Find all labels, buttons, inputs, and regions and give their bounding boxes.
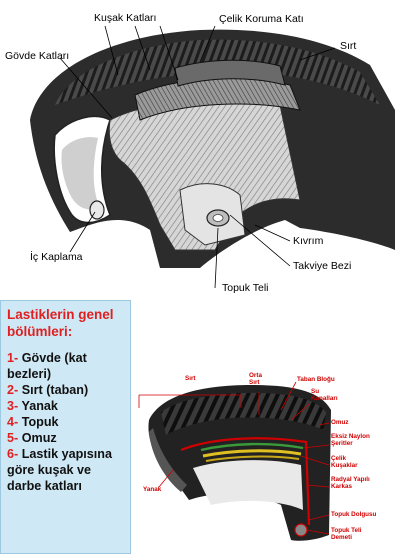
label-kusak-katlari: Kuşak Katları xyxy=(94,12,157,24)
list-item: 3- Yanak xyxy=(7,398,126,414)
list-item: 6- Lastik yapısına göre kuşak ve darbe k… xyxy=(7,446,126,494)
label-eksiz-naylon: Eksiz Naylon Şeritler xyxy=(331,433,370,447)
list-item-text: Gövde (kat bezleri) xyxy=(7,351,87,381)
list-item-text: Sırt (taban) xyxy=(21,383,89,397)
label-sirt: Sırt xyxy=(340,40,357,52)
label-kivrim: Kıvrım xyxy=(293,235,324,247)
list-item-number: 4- xyxy=(7,415,19,429)
list-item: 4- Topuk xyxy=(7,414,126,430)
label-topuk-teli: Topuk Teli xyxy=(222,282,269,294)
label-yanak: Yanak xyxy=(143,486,162,493)
list-item-text: Lastik yapısına göre kuşak ve darbe katl… xyxy=(7,447,112,493)
sidewall xyxy=(149,428,187,492)
list-item: 1- Gövde (kat bezleri) xyxy=(7,350,126,382)
list-item-number: 1- xyxy=(7,351,19,365)
parts-list: 1- Gövde (kat bezleri) 2- Sırt (taban) 3… xyxy=(7,350,126,494)
label-taban-blogu: Taban Bloğu xyxy=(297,376,335,383)
label-topuk-dolgusu: Topuk Dolgusu xyxy=(331,511,377,518)
inner-cavity xyxy=(193,460,303,510)
list-item-number: 5- xyxy=(7,431,19,445)
label-su-kanallari: Su Kanalları xyxy=(311,388,338,402)
nylon-strip xyxy=(200,442,304,452)
steel-belts xyxy=(202,449,302,458)
label-ic-kaplama: İç Kaplama xyxy=(30,251,83,263)
label-takviye-bezi: Takviye Bezi xyxy=(293,260,352,272)
label-govde-katlari: Gövde Katları xyxy=(5,50,70,62)
label-sirt-bottom: Sırt xyxy=(185,375,196,382)
tire-cutaway-illustration xyxy=(30,25,395,289)
label-topuk-teli-demeti: Topuk Teli Demeti xyxy=(331,527,362,541)
list-item-number: 2- xyxy=(7,383,19,397)
carcass-line xyxy=(180,437,311,526)
bead-bundle xyxy=(294,523,308,537)
tire-cutaway-diagram: Kuşak Katları Çelik Koruma Katı Sırt Göv… xyxy=(5,12,395,294)
label-omuz: Omuz xyxy=(331,419,349,426)
list-item-text: Omuz xyxy=(21,431,57,445)
label-celik-kusaklar: Çelik Kuşaklar xyxy=(331,455,358,469)
inner-liner xyxy=(61,137,100,210)
tire-section-diagram: Sırt Orta Sırt Taban Bloğu Su Kanalları … xyxy=(131,300,400,556)
label-orta-sirt: Orta Sırt xyxy=(249,372,262,386)
list-item-text: Topuk xyxy=(21,415,59,429)
label-celik-koruma-kati: Çelik Koruma Katı xyxy=(219,13,304,25)
list-item: 5- Omuz xyxy=(7,430,126,446)
tire-section-illustration xyxy=(138,381,331,541)
steel-protection-layer xyxy=(174,59,286,87)
list-item: 2- Sırt (taban) xyxy=(7,382,126,398)
parts-list-title: Lastiklerin genel bölümleri: xyxy=(7,307,114,339)
parts-list-panel: Lastiklerin genel bölümleri: 1- Gövde (k… xyxy=(0,300,131,554)
list-item-number: 3- xyxy=(7,399,19,413)
list-item-text: Yanak xyxy=(21,399,58,413)
list-item-number: 6- xyxy=(7,447,19,461)
label-radyal-karkas: Radyal Yapılı Karkas xyxy=(331,476,370,490)
